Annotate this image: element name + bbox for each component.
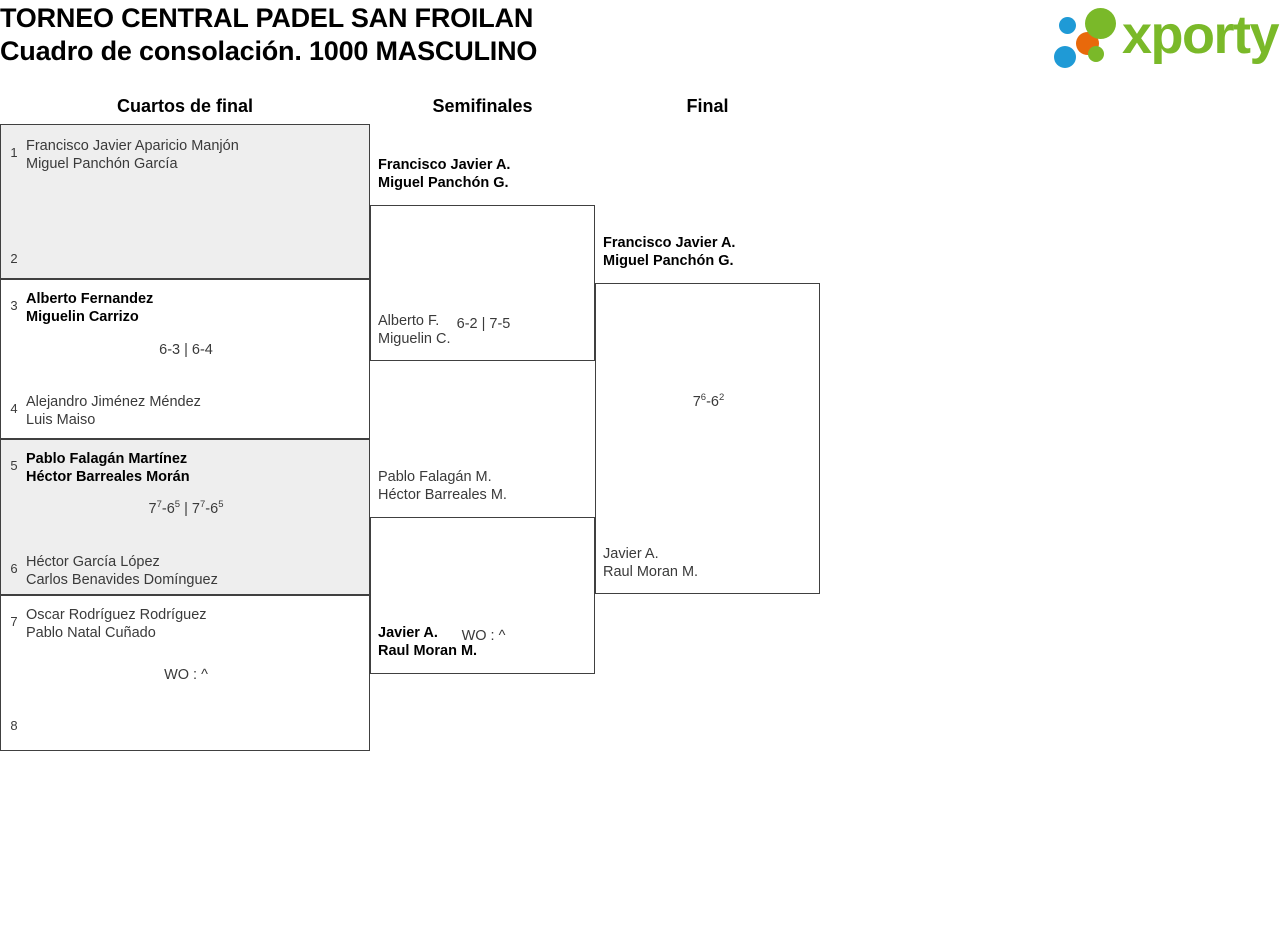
player-name: Javier A. bbox=[378, 625, 438, 641]
team-top: Pablo Falagán Martínez Héctor Barreales … bbox=[26, 450, 190, 486]
seed-number: 2 bbox=[10, 251, 18, 266]
player-name: Héctor Barreales Morán bbox=[26, 469, 190, 485]
team-top: Francisco Javier A. Miguel Panchón G. bbox=[603, 234, 735, 270]
logo-dot-green-small bbox=[1088, 46, 1104, 62]
match-score: WO : ^ bbox=[164, 667, 208, 683]
team-bottom: Javier A. Raul Moran M. bbox=[603, 545, 698, 581]
logo-dots-icon bbox=[1054, 8, 1124, 68]
match-quarterfinal-1[interactable]: 1 Francisco Javier Aparicio Manjón Migue… bbox=[0, 124, 370, 279]
player-name: Miguelin Carrizo bbox=[26, 309, 139, 325]
seed-number: 4 bbox=[10, 401, 18, 416]
player-name: Miguelin C. bbox=[378, 331, 451, 347]
title-block: TORNEO CENTRAL PADEL SAN FROILAN Cuadro … bbox=[0, 2, 537, 68]
match-score: 76-62 bbox=[596, 392, 821, 410]
score-tiebreak: 2 bbox=[718, 392, 725, 404]
seed-number: 7 bbox=[10, 614, 18, 629]
logo-dot-blue-bottom bbox=[1054, 46, 1076, 68]
team-bottom: Alberto F. Miguelin C. bbox=[378, 312, 451, 348]
match-semifinal-2[interactable]: Pablo Falagán M. Héctor Barreales M. WO … bbox=[370, 469, 595, 674]
player-name: Francisco Javier A. bbox=[603, 235, 736, 251]
score-games: 7 bbox=[692, 394, 701, 410]
player-name: Francisco Javier Aparicio Manjón bbox=[26, 138, 239, 154]
match-score: WO : ^ bbox=[461, 628, 506, 644]
match-final[interactable]: Francisco Javier A. Miguel Panchón G. 76… bbox=[595, 235, 821, 594]
match-score: 77-65 | 77-65 bbox=[26, 499, 346, 517]
column-header-semifinals: Semifinales bbox=[432, 96, 533, 116]
seed-number: 1 bbox=[10, 145, 18, 160]
seed-number: 3 bbox=[10, 298, 18, 313]
score-tiebreak: 7 bbox=[199, 499, 206, 511]
player-name: Oscar Rodríguez Rodríguez bbox=[26, 607, 207, 623]
logo-dot-blue-top bbox=[1059, 17, 1076, 34]
score-tiebreak: 5 bbox=[174, 499, 181, 511]
player-name: Raul Moran M. bbox=[378, 643, 478, 659]
player-name: Carlos Benavides Domínguez bbox=[26, 572, 218, 588]
match-score: 6-3 | 6-4 bbox=[159, 342, 213, 358]
column-header-final: Final bbox=[686, 96, 729, 116]
player-name: Héctor García López bbox=[26, 554, 160, 570]
player-name: Miguel Panchón García bbox=[26, 156, 178, 172]
player-name: Pablo Natal Cuñado bbox=[26, 625, 156, 641]
score-games: 7 bbox=[148, 501, 157, 517]
logo-dot-green-large bbox=[1085, 8, 1116, 39]
player-name: Javier A. bbox=[603, 546, 659, 562]
seed-number: 6 bbox=[10, 561, 18, 576]
score-separator: | bbox=[180, 501, 192, 517]
team-bottom: Héctor García López Carlos Benavides Dom… bbox=[26, 553, 218, 589]
score-games: -6 bbox=[706, 394, 719, 410]
score-games: 7 bbox=[191, 501, 200, 517]
player-name: Alberto F. bbox=[378, 313, 440, 329]
team-top: Francisco Javier A. Miguel Panchón G. bbox=[378, 156, 510, 192]
player-name: Alberto Fernandez bbox=[26, 291, 154, 307]
tournament-title: TORNEO CENTRAL PADEL SAN FROILAN bbox=[0, 3, 534, 33]
player-name: Raul Moran M. bbox=[603, 564, 699, 580]
tournament-bracket: 1 Francisco Javier Aparicio Manjón Migue… bbox=[0, 124, 1280, 804]
score-tiebreak: 7 bbox=[156, 499, 162, 511]
score-games: -6 bbox=[161, 501, 175, 517]
column-header-quarterfinals: Cuartos de final bbox=[116, 96, 254, 116]
score-tiebreak: 6 bbox=[700, 392, 707, 404]
player-name: Miguel Panchón G. bbox=[378, 175, 509, 191]
match-score: 6-2 | 7-5 bbox=[456, 316, 511, 332]
match-quarterfinal-3[interactable]: 5 Pablo Falagán Martínez Héctor Barreale… bbox=[0, 439, 370, 595]
player-name: Pablo Falagán M. bbox=[378, 469, 492, 485]
team-top: Pablo Falagán M. Héctor Barreales M. bbox=[378, 468, 507, 504]
player-name: Alejandro Jiménez Méndez bbox=[26, 394, 201, 410]
match-quarterfinal-4[interactable]: 7 Oscar Rodríguez Rodríguez Pablo Natal … bbox=[0, 595, 370, 751]
team-top: Francisco Javier Aparicio Manjón Miguel … bbox=[26, 137, 239, 173]
match-semifinal-1[interactable]: Francisco Javier A. Miguel Panchón G. 6-… bbox=[370, 157, 595, 361]
score-games: -6 bbox=[205, 501, 219, 517]
team-top: Oscar Rodríguez Rodríguez Pablo Natal Cu… bbox=[26, 606, 207, 642]
xporty-logo[interactable]: xporty bbox=[1046, 5, 1280, 68]
player-name: Héctor Barreales M. bbox=[378, 487, 507, 503]
seed-number: 8 bbox=[10, 718, 18, 733]
team-top: Alberto Fernandez Miguelin Carrizo bbox=[26, 290, 153, 326]
player-name: Luis Maiso bbox=[26, 412, 96, 428]
logo-wordmark: xporty bbox=[1122, 5, 1280, 65]
page-header: TORNEO CENTRAL PADEL SAN FROILAN Cuadro … bbox=[0, 0, 1280, 88]
seed-number: 5 bbox=[10, 458, 18, 473]
tournament-subtitle: Cuadro de consolación. 1000 MASCULINO bbox=[0, 36, 538, 66]
team-bottom: Alejandro Jiménez Méndez Luis Maiso bbox=[26, 393, 201, 429]
team-bottom: Javier A. Raul Moran M. bbox=[378, 624, 477, 660]
player-name: Francisco Javier A. bbox=[378, 157, 511, 173]
score-tiebreak: 5 bbox=[218, 499, 224, 511]
player-name: Pablo Falagán Martínez bbox=[26, 451, 188, 467]
player-name: Miguel Panchón G. bbox=[603, 253, 734, 269]
match-quarterfinal-2[interactable]: 3 Alberto Fernandez Miguelin Carrizo 6-3… bbox=[0, 279, 370, 439]
